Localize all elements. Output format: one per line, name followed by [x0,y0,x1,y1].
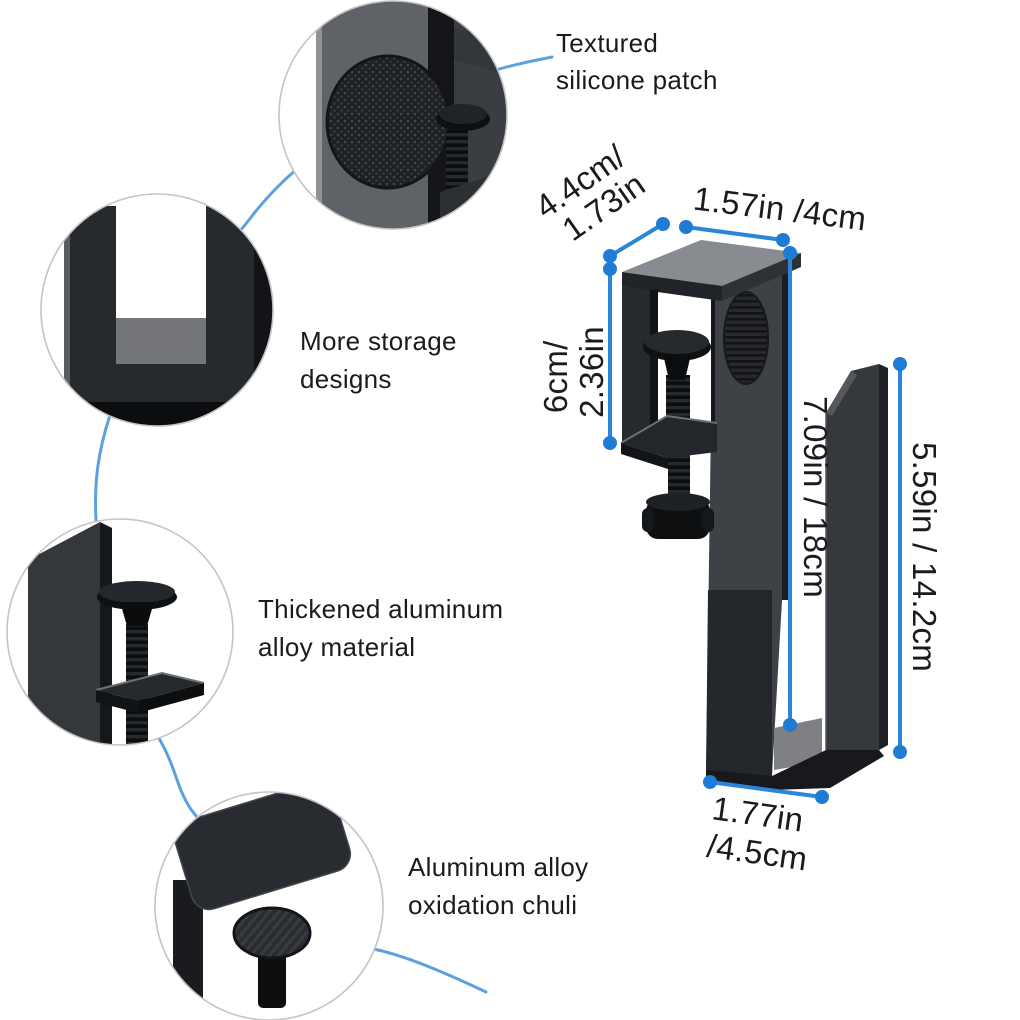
detail-circle-silicone-patch [278,0,508,230]
dimension-label-clamp-opening: 6cm/ 2.36in [537,326,610,418]
vent-patch [723,291,769,385]
oxidation-closeup-image [173,792,352,1010]
dimension-line-width-bottom [709,780,823,799]
silicone-patch-closeup-image [316,1,507,229]
product-illustration [620,240,888,790]
dimension-dots [603,217,907,804]
storage-closeup-image [64,194,273,426]
screw-closeup-image [28,522,205,745]
detail-circle-storage [40,193,274,427]
dimension-line-width-top [685,225,784,242]
dimension-line-depth-top [608,222,665,258]
dimension-label-width-top: 1.57in /4cm [691,180,868,238]
dimension-label-height-back: 7.09in / 18cm [797,396,834,598]
dimension-label-width-bottom: 1.77in /4.5cm [705,789,816,877]
label-more-storage-designs: More storage designs [300,326,464,394]
dimension-lines [608,222,902,799]
label-thickened-aluminum: Thickened aluminum alloy material [258,594,511,662]
dimension-label-depth-top: 4.4cm/ 1.73in [528,132,659,253]
detail-circle-aluminum-screw [6,518,234,746]
dimension-label-height-front-bar: 5.59in / 14.2cm [906,442,943,672]
detail-circle-oxidation [154,791,384,1020]
label-textured-silicone-patch: Textured silicone patch [556,28,718,95]
label-aluminum-oxidation: Aluminum alloy oxidation chuli [408,852,596,920]
